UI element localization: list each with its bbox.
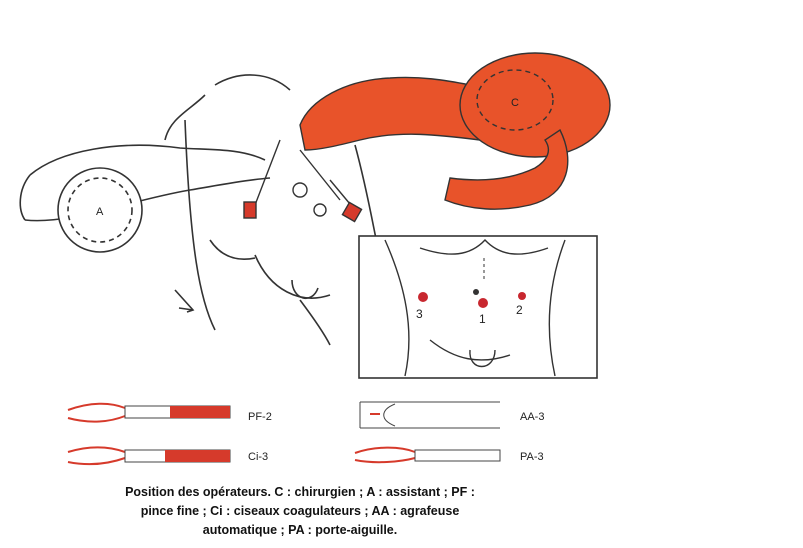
figure-caption: Position des opérateurs. C : chirurgien …: [0, 483, 600, 540]
instrument-code-aa3: AA-3: [520, 411, 544, 423]
instrument-pa3: [355, 448, 500, 463]
instrument-code-ci3: Ci-3: [248, 451, 268, 463]
caption-line-1: Position des opérateurs. C : chirurgien …: [0, 483, 600, 502]
instruments-on-patient: [244, 140, 362, 222]
instrument-code-pa3: PA-3: [520, 451, 544, 463]
instrument-aa3: [360, 402, 500, 428]
assistant-arm: [20, 145, 270, 252]
port-label-1: 1: [479, 312, 486, 326]
assistant-label: A: [96, 206, 104, 218]
caption-line-2: pince fine ; Ci : ciseaux coagulateurs ;…: [0, 502, 600, 521]
trocar-positions-inset: [359, 236, 597, 378]
caption-line-3: automatique ; PA : porte-aiguille.: [0, 521, 600, 540]
port-label-2: 2: [516, 303, 523, 317]
port-label-3: 3: [416, 307, 423, 321]
surgeon-arm: [300, 53, 610, 209]
instrument-pf2: [68, 404, 230, 422]
surgeon-label: C: [511, 97, 519, 109]
instrument-ci3: [68, 448, 230, 465]
instrument-code-pf2: PF-2: [248, 411, 272, 423]
